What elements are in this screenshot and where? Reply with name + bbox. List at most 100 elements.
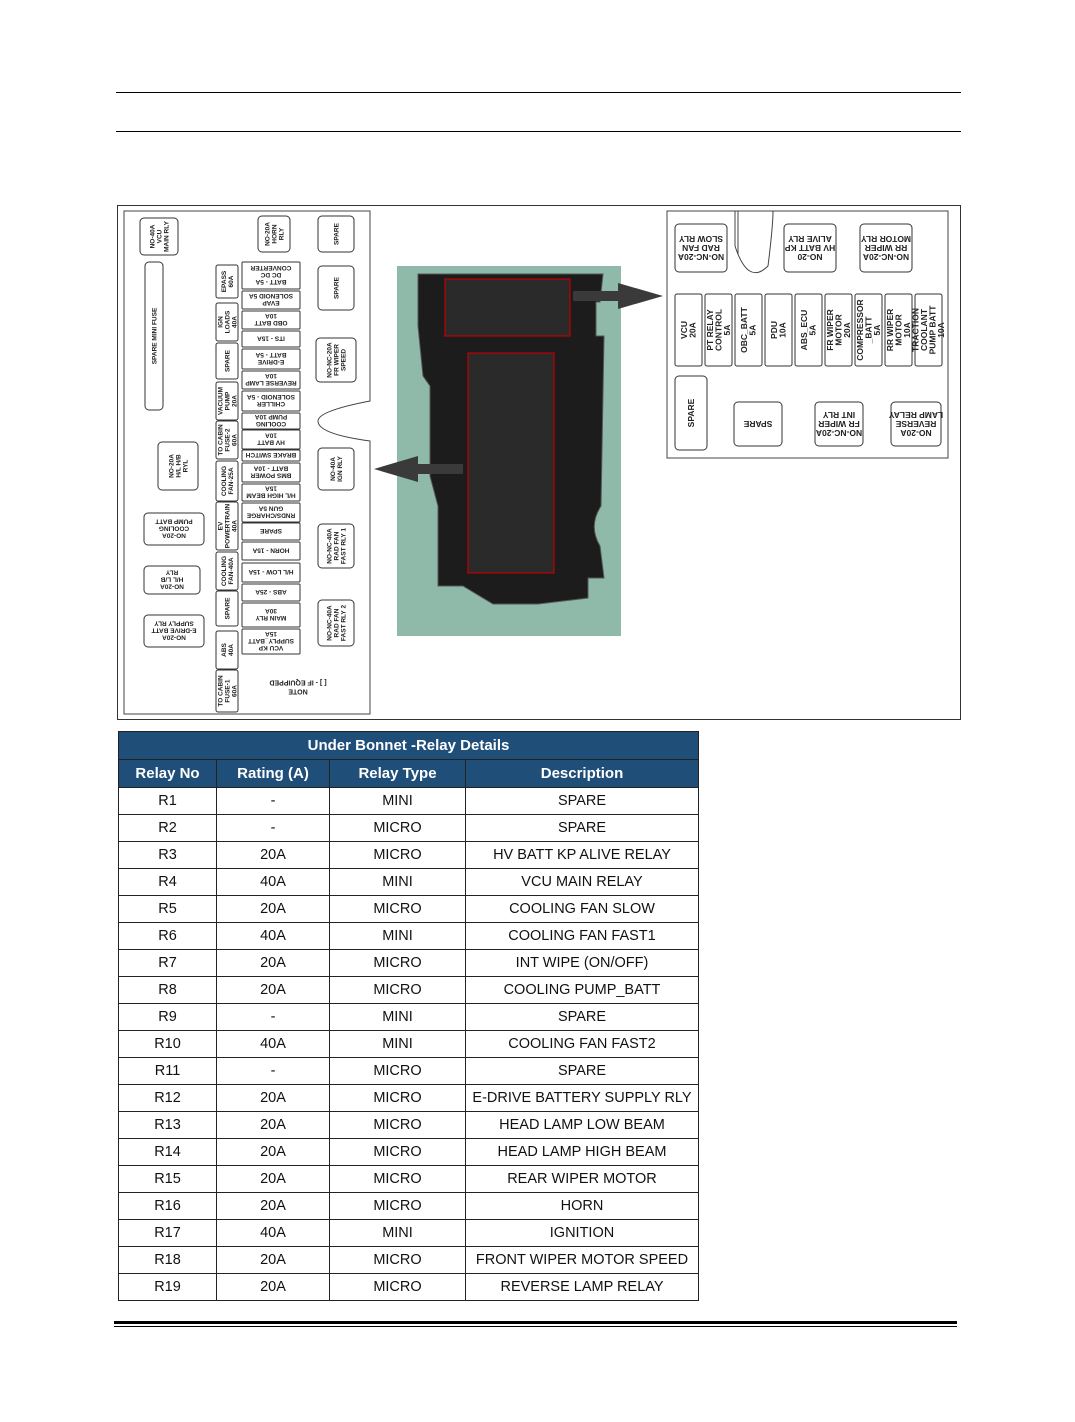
rad-fan-fast-1-label: NO-NC-40ARAD FANFAST RLY 1 <box>326 528 347 565</box>
table-cell: COOLING PUMP_BATT <box>465 976 699 1004</box>
hl-low-label: H/L LOW - 15A <box>248 568 293 575</box>
table-cell: MINI <box>329 1219 466 1247</box>
rad-fan-fast-2-label: NO-NC-40ARAD FANFAST RLY 2 <box>326 605 347 642</box>
table-title: Under Bonnet -Relay Details <box>118 731 699 760</box>
table-cell: R13 <box>118 1111 217 1139</box>
edrive-batt-supply-box <box>143 614 205 648</box>
table-cell: REAR WIPER MOTOR <box>465 1165 699 1193</box>
evap-box <box>241 290 301 310</box>
fr-wiper-motor-label: FR WIPERMOTOR20A <box>825 309 852 351</box>
its-box <box>241 330 301 348</box>
top-rule <box>116 92 961 93</box>
table-cell: IGNITION <box>465 1219 699 1247</box>
horn-rly-box <box>257 215 291 253</box>
table-cell: 20A <box>216 949 330 977</box>
table-cell: R3 <box>118 841 217 869</box>
spare-1-label: SPARE <box>224 349 231 372</box>
table-cell: MICRO <box>329 1111 466 1139</box>
hl-low-box <box>241 562 301 583</box>
pdu-box <box>764 293 793 367</box>
table-cell: R11 <box>118 1057 217 1085</box>
pt-relay-label: PT RELAYCONTROL5A <box>705 309 732 351</box>
rad-fan-fast-1-box <box>317 523 355 569</box>
table-cell: R10 <box>118 1030 217 1058</box>
table-cell: R5 <box>118 895 217 923</box>
table-cell: MICRO <box>329 895 466 923</box>
footer-rule-thin <box>114 1326 957 1327</box>
to-cabin-fuse-2-box <box>215 420 239 460</box>
arrow-left <box>374 456 463 482</box>
table-cell: MICRO <box>329 1165 466 1193</box>
table-cell: MICRO <box>329 814 466 842</box>
table-cell: MINI <box>329 868 466 896</box>
table-cell: 20A <box>216 1138 330 1166</box>
rnds-label: RNDS/CHARGEGUN 5A <box>246 505 295 519</box>
spare-b1-label: SPARE <box>686 398 696 427</box>
batt-dcdc-box <box>241 261 301 290</box>
main-rly-box <box>241 602 301 628</box>
footer-rule-thick <box>114 1321 957 1324</box>
hv-batt-kp-label: NO-20HV BATT KPALIVE RLY <box>784 234 835 262</box>
brake-switch-label: BRAKE SWITCH <box>245 451 296 458</box>
vcu-20a-label: VCU20A <box>679 321 698 339</box>
header-relay-type: Relay Type <box>329 759 466 788</box>
epass-label: EPASS60A <box>221 270 235 292</box>
table-cell: - <box>216 814 330 842</box>
fr-wiper-motor-box <box>824 293 853 367</box>
fuse-box-lid-top <box>444 278 571 337</box>
main-rly-label: MAIN RLY30A <box>255 607 286 621</box>
table-cell: 20A <box>216 895 330 923</box>
table-cell: MICRO <box>329 976 466 1004</box>
spare-2-box <box>215 590 239 627</box>
table-cell: MICRO <box>329 1138 466 1166</box>
table-cell: SPARE <box>465 1057 699 1085</box>
hl-high-beam-box <box>241 483 301 502</box>
table-cell: R9 <box>118 1003 217 1031</box>
rr-wiper-motor-label: RR WIPERMOTOR10A <box>885 309 912 352</box>
reverse-lamp-rly-label: NO-20AREVERSELAMP RELAY <box>889 410 944 438</box>
spare-b1-box <box>674 375 708 451</box>
table-cell: 40A <box>216 922 330 950</box>
spare-b2-box <box>733 401 783 447</box>
epass-box <box>215 264 239 299</box>
horn-rly-label: NO-20AHORNRLY <box>264 222 285 246</box>
abs-ecu-label: ABS_ECU5A <box>799 310 818 351</box>
spare-fuse-box <box>241 522 301 541</box>
fuse-box-lid-main <box>467 352 555 574</box>
hv-batt-kp-box <box>783 223 837 273</box>
table-cell: MINI <box>329 1003 466 1031</box>
second-rule <box>116 131 961 132</box>
table-cell: R2 <box>118 814 217 842</box>
rad-fan-slow-box <box>674 223 728 273</box>
hl-high-beam-label: H/L HIGH BEAM15A <box>246 485 295 499</box>
cooling-pump-batt-box <box>143 512 205 546</box>
abs-ecu-box <box>794 293 823 367</box>
reverse-lamp-box <box>241 370 301 390</box>
table-cell: R17 <box>118 1219 217 1247</box>
hv-batt-box <box>241 429 301 450</box>
table-cell: 40A <box>216 1030 330 1058</box>
cooling-pump-box <box>241 412 301 430</box>
table-cell: MINI <box>329 922 466 950</box>
table-cell: MICRO <box>329 1057 466 1085</box>
edrive-batt-box <box>241 348 301 370</box>
ign-loads-label: IGNLOADS40A <box>217 310 238 333</box>
table-cell: R18 <box>118 1246 217 1274</box>
table-cell: - <box>216 1003 330 1031</box>
table-cell: INT WIPE (ON/OFF) <box>465 949 699 977</box>
edrive-batt-label: E-DRIVEBATT - 5A <box>255 351 286 365</box>
table-cell: MICRO <box>329 1273 466 1301</box>
batt-dcdc-label: BATT - 5ADC DCCONVERTER <box>250 264 291 285</box>
spare-r1-label: SPARE <box>333 222 340 245</box>
cooling-fan-40-box <box>215 551 239 591</box>
table-cell: REVERSE LAMP RELAY <box>465 1273 699 1301</box>
table-cell: R4 <box>118 868 217 896</box>
